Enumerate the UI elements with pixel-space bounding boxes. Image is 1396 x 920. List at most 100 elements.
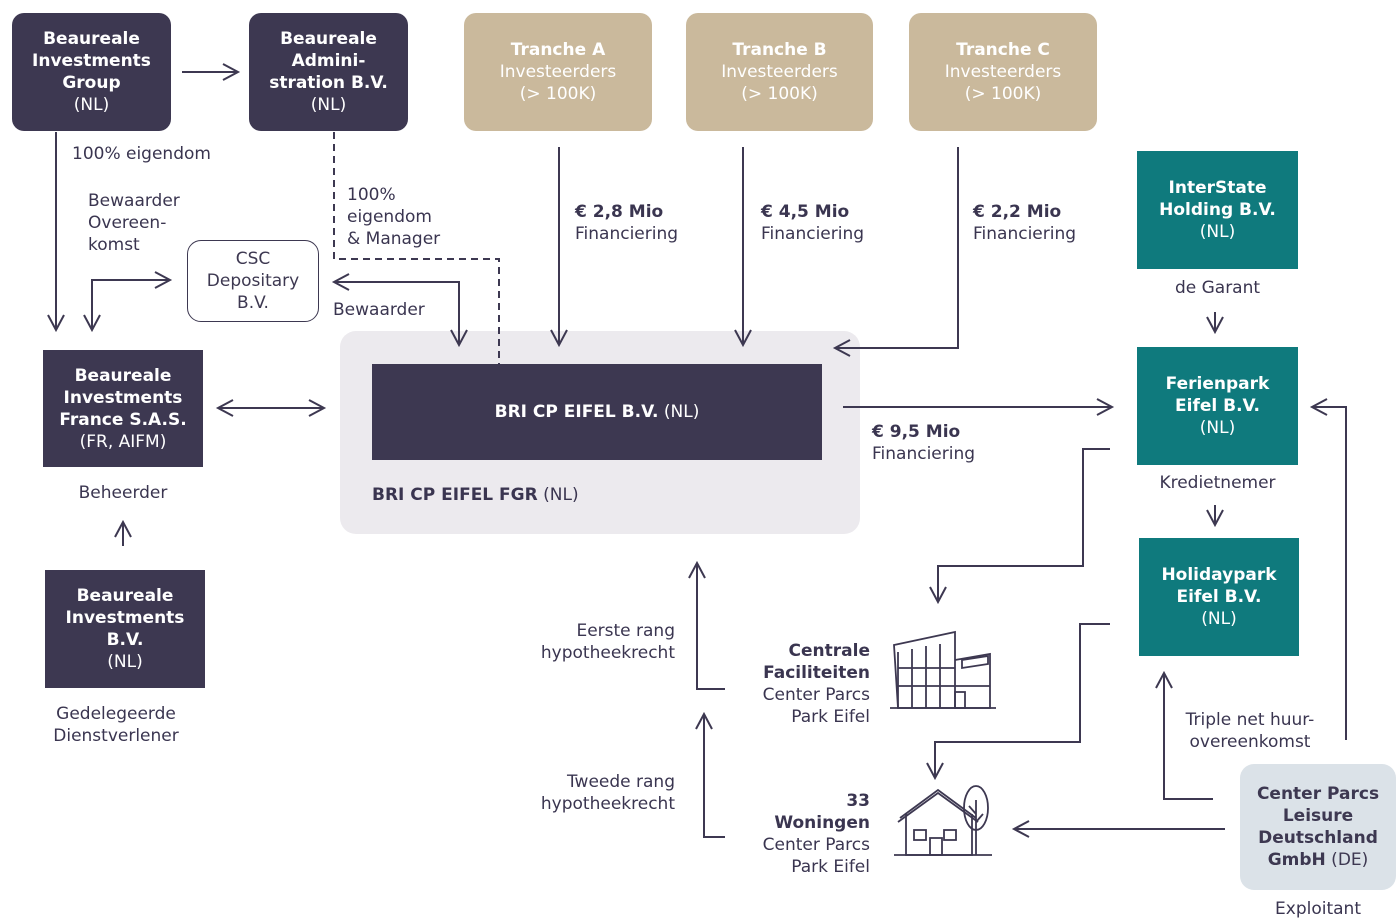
- label-line: overeenkomst: [1189, 732, 1311, 752]
- label-tweede-rang: Tweede rang hypotheekrecht: [500, 771, 675, 815]
- node-text: (> 100K): [519, 84, 597, 104]
- node-text: Beaureale: [76, 586, 174, 606]
- label-financing-a: € 2,8 Mio Financiering: [575, 201, 678, 245]
- node-text: (DE): [1325, 850, 1369, 870]
- label-financing-b: € 4,5 Mio Financiering: [761, 201, 864, 245]
- label-amount: € 4,5 Mio: [761, 202, 850, 222]
- node-text: (NL): [1199, 418, 1236, 438]
- node-text: (> 100K): [964, 84, 1042, 104]
- label-line: Tweede rang: [566, 772, 675, 792]
- label-line: eigendom: [347, 207, 432, 227]
- node-text: Investeerders: [499, 62, 617, 82]
- label-line: Overeen-: [88, 213, 167, 233]
- label-amount: € 9,5 Mio: [872, 422, 961, 442]
- node-text: (NL): [73, 95, 110, 115]
- label-bewaarder-overeenkomst: Bewaarder Overeen- komst: [88, 190, 180, 256]
- label-amount: € 2,2 Mio: [973, 202, 1062, 222]
- arrow-eerste-rang: [688, 560, 725, 690]
- node-text: Investments: [32, 51, 151, 71]
- node-text: B.V.: [237, 293, 269, 313]
- dashed-admin-bri: [333, 132, 500, 364]
- node-bri-cp-eifel-bv: BRI CP EIFEL B.V. (NL): [372, 364, 822, 460]
- label-line: Park Eifel: [791, 707, 870, 727]
- node-text: Ferienpark: [1165, 374, 1270, 394]
- node-text: stration B.V.: [269, 73, 388, 93]
- node-center-parcs-leisure-deutschland: Center Parcs Leisure Deutschland GmbH (D…: [1240, 764, 1396, 890]
- label-garant: de Garant: [1174, 278, 1261, 298]
- arrow-cpld-holiday: [1155, 670, 1213, 800]
- node-text: Admini-: [291, 51, 366, 71]
- node-text: France S.A.S.: [59, 409, 187, 430]
- node-tranche-b: Tranche B Investeerders (> 100K): [686, 13, 873, 131]
- label-line: hypotheekrecht: [540, 794, 675, 814]
- node-text: (FR, AIFM): [79, 431, 167, 452]
- label-beheerder: Beheerder: [78, 483, 168, 503]
- label-gedelegeerde: Gedelegeerde Dienstverlener: [40, 703, 192, 747]
- node-text: Investeerders: [944, 62, 1062, 82]
- node-text: Beaureale: [43, 29, 140, 49]
- label-line: 33: [846, 791, 870, 811]
- node-text: Center Parcs: [1256, 784, 1380, 804]
- node-text: Beaureale: [74, 365, 172, 386]
- label-woningen: 33 Woningen Center Parcs Park Eifel: [720, 790, 870, 878]
- node-csc-depositary: CSC Depositary B.V.: [187, 240, 319, 322]
- label-line: 100%: [347, 185, 396, 205]
- fgr-label: BRI CP EIFEL FGR (NL): [372, 484, 579, 506]
- node-text: Holidaypark: [1161, 565, 1277, 585]
- label-line: Financiering: [761, 224, 865, 244]
- label-line: Financiering: [575, 224, 679, 244]
- node-text: Tranche A: [510, 40, 606, 60]
- label-triple-net: Triple net huur- overeenkomst: [1170, 709, 1330, 753]
- node-tranche-c: Tranche C Investeerders (> 100K): [909, 13, 1097, 131]
- label-exploitant: Exploitant: [1275, 899, 1361, 919]
- node-text: GmbH: [1267, 850, 1326, 870]
- label-line: Centrale: [788, 641, 870, 661]
- label-line: Financiering: [872, 444, 976, 464]
- label-financing-main: € 9,5 Mio Financiering: [872, 421, 975, 465]
- label-line: Dienstverlener: [53, 726, 179, 746]
- node-text: Depositary: [206, 271, 300, 291]
- label-line: Gedelegeerde: [56, 704, 176, 724]
- node-text: B.V.: [106, 630, 144, 650]
- arrow-holiday-woningen: [926, 623, 1110, 781]
- label-line: Park Eifel: [791, 857, 870, 877]
- label-kredietnemer: Kredietnemer: [1159, 473, 1276, 493]
- node-text: Tranche B: [732, 40, 827, 60]
- arrow-csc-bri: [331, 273, 468, 348]
- node-text: (NL): [310, 95, 347, 115]
- label-line: & Manager: [347, 229, 441, 249]
- label-line: Eerste rang: [576, 621, 675, 641]
- arrow-tweede-rang: [695, 711, 725, 838]
- node-text: Investments: [63, 387, 183, 408]
- node-text: CSC: [235, 249, 271, 269]
- node-text: (NL): [107, 652, 143, 672]
- node-text: Leisure: [1282, 806, 1354, 826]
- label-line: Woningen: [774, 813, 870, 833]
- label-line: Financiering: [973, 224, 1077, 244]
- node-text: (NL): [658, 402, 700, 422]
- node-text: Investments: [65, 608, 185, 628]
- arrow-bif-csc: [83, 271, 173, 333]
- arrow-cpld-ferien: [1309, 398, 1347, 740]
- arrow-ferien-centrale: [929, 448, 1110, 605]
- node-text: Eifel B.V.: [1175, 396, 1260, 416]
- fgr-label-rest: (NL): [537, 485, 579, 505]
- label-financing-c: € 2,2 Mio Financiering: [973, 201, 1076, 245]
- label-eigendom-manager: 100% eigendom & Manager: [347, 184, 440, 250]
- node-text: Beaureale: [280, 29, 377, 49]
- label-line: hypotheekrecht: [540, 643, 675, 663]
- node-text: Holding B.V.: [1159, 200, 1276, 220]
- node-beaureale-investments-bv: Beaureale Investments B.V. (NL): [45, 570, 205, 688]
- label-line: Faciliteiten: [763, 663, 870, 683]
- label-bewaarder: Bewaarder: [333, 300, 425, 320]
- label-line: Bewaarder: [88, 191, 180, 211]
- label-eerste-rang: Eerste rang hypotheekrecht: [500, 620, 675, 664]
- node-tranche-a: Tranche A Investeerders (> 100K): [464, 13, 652, 131]
- label-centrale-faciliteiten: Centrale Faciliteiten Center Parcs Park …: [720, 640, 870, 728]
- node-text: (> 100K): [741, 84, 818, 104]
- label-line: Triple net huur-: [1185, 710, 1315, 730]
- node-text: Deutschland: [1258, 828, 1378, 848]
- label-line: komst: [88, 235, 140, 255]
- node-beaureale-administration: Beaureale Admini- stration B.V. (NL): [249, 13, 408, 131]
- node-text: (NL): [1199, 222, 1236, 242]
